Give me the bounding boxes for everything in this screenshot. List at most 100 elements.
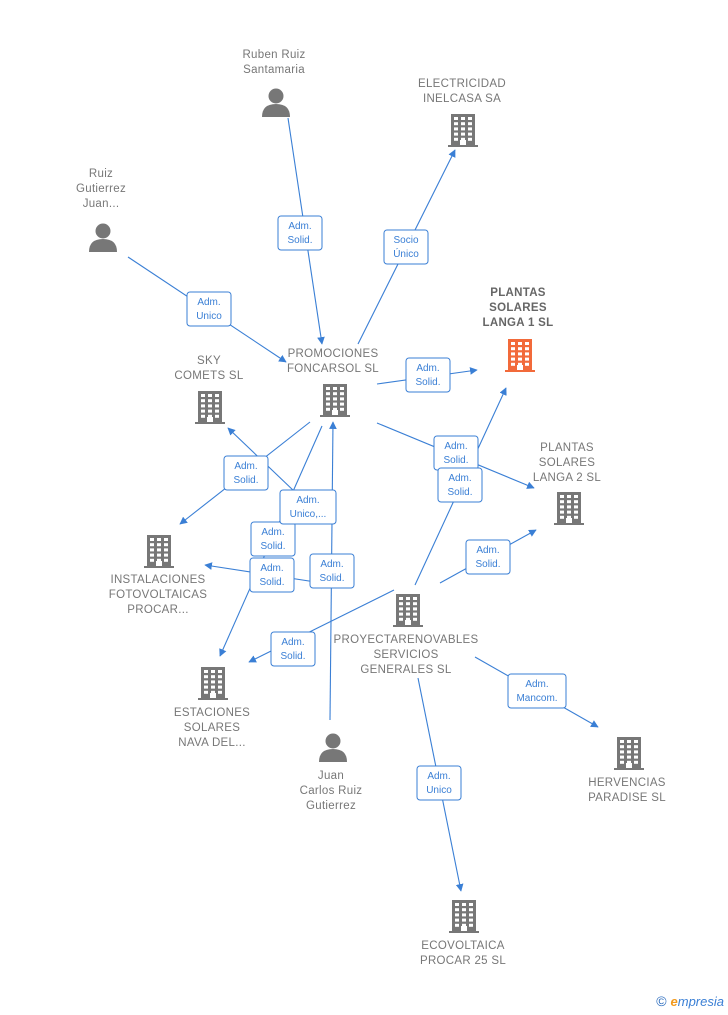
edge-label-promociones-to-plantas2[interactable]: Adm.Solid. bbox=[433, 435, 479, 471]
node-label: GENERALES SL bbox=[360, 664, 451, 676]
node-label: ELECTRICIDAD bbox=[418, 78, 506, 90]
node-electricidad[interactable]: ELECTRICIDAD INELCASA SA bbox=[418, 78, 506, 147]
edge-label-ruiz-to-promociones[interactable]: Adm.Unico bbox=[186, 291, 232, 327]
edge-label-text: Mancom. bbox=[516, 693, 557, 704]
node-label: HERVENCIAS bbox=[588, 777, 666, 789]
node-label: FOTOVOLTAICAS bbox=[109, 589, 208, 601]
building-icon bbox=[449, 900, 479, 933]
edge-label-proyecta-to-sky[interactable]: Adm.Unico,... bbox=[279, 489, 337, 525]
person-icon bbox=[262, 88, 290, 117]
edge-label-box bbox=[465, 539, 511, 575]
edge-label-proyecta-to-ecovoltaica[interactable]: Adm. Unico bbox=[416, 765, 462, 801]
edge-label-text: Solid. bbox=[233, 475, 258, 486]
node-label: NAVA DEL... bbox=[178, 737, 245, 749]
edge-label-text: Adm. bbox=[260, 563, 283, 574]
edge-label-box bbox=[279, 489, 337, 525]
edge-label-proyecta-to-plantas1[interactable]: Adm. Solid. bbox=[437, 467, 483, 503]
node-plantas1[interactable]: PLANTAS SOLARES LANGA 1 SL bbox=[483, 287, 554, 372]
node-label: PARADISE SL bbox=[588, 792, 666, 804]
edge-label-text: Solid. bbox=[443, 455, 468, 466]
node-label: Juan bbox=[318, 770, 344, 782]
edge-label-text: Solid. bbox=[280, 651, 305, 662]
edge-label-ruben-to-promociones[interactable]: Adm. Solid. bbox=[277, 215, 323, 251]
edge-label-juan-to-promociones[interactable]: Adm. Solid. bbox=[309, 553, 355, 589]
edge-label-box bbox=[507, 673, 567, 709]
edge-label-text: Adm. bbox=[234, 461, 257, 472]
building-icon bbox=[320, 384, 350, 417]
edge-label-box bbox=[249, 557, 295, 593]
edge-label-text: Adm. bbox=[320, 559, 343, 570]
building-icon bbox=[505, 339, 535, 372]
edge-label-proyecta-to-instalaciones[interactable]: Adm.Solid. bbox=[249, 557, 295, 593]
edge-label-proyecta-to-hervencias[interactable]: Adm. Mancom. bbox=[507, 673, 567, 709]
edge-label-text: Solid. bbox=[447, 487, 472, 498]
building-icon bbox=[144, 535, 174, 568]
node-label: SOLARES bbox=[539, 457, 595, 469]
node-label: PLANTAS bbox=[540, 442, 594, 454]
edge-label-box bbox=[223, 455, 269, 491]
edge-labels-layer: Adm.Solid.Adm.UnicoSocioÚnicoAdm.Solid.A… bbox=[186, 215, 567, 801]
edge-label-text: Unico,... bbox=[290, 509, 327, 520]
brand-logo-e: e bbox=[670, 994, 678, 1009]
edge-label-text: Adm. bbox=[525, 679, 548, 690]
copyright-icon: © bbox=[656, 993, 667, 1009]
node-ruiz[interactable]: RuizGutierrezJuan... bbox=[76, 168, 126, 252]
edge-label-text: Unico bbox=[196, 311, 222, 322]
edge-label-box bbox=[405, 357, 451, 393]
node-hervencias[interactable]: HERVENCIAS PARADISE SL bbox=[588, 737, 666, 804]
node-label: Ruben Ruiz bbox=[242, 49, 305, 61]
node-label: PROMOCIONES bbox=[288, 348, 379, 360]
node-label: Carlos Ruiz bbox=[300, 785, 363, 797]
node-plantas2[interactable]: PLANTAS SOLARES LANGA 2 SL bbox=[533, 442, 602, 525]
edge-label-text: Solid. bbox=[475, 559, 500, 570]
edge-label-text: Adm. bbox=[288, 221, 311, 232]
edge-label-proyecta-to-plantas2[interactable]: Adm.Solid. bbox=[465, 539, 511, 575]
building-icon bbox=[448, 114, 478, 147]
edge-label-text: Adm. bbox=[261, 527, 284, 538]
building-icon bbox=[554, 492, 584, 525]
edge-label-text: Solid. bbox=[415, 377, 440, 388]
person-icon bbox=[319, 733, 347, 762]
edge-label-text: Adm. bbox=[448, 473, 471, 484]
edge-label-promociones-to-estaciones[interactable]: Adm.Solid. bbox=[250, 521, 296, 557]
edge-label-promociones-to-plantas1[interactable]: Adm.Solid. bbox=[405, 357, 451, 393]
node-label: ESTACIONES bbox=[174, 707, 250, 719]
node-label: PLANTAS bbox=[490, 287, 546, 299]
edge-label-box bbox=[270, 631, 316, 667]
edge-label-text: Unico bbox=[426, 785, 452, 796]
node-label: LANGA 1 SL bbox=[483, 317, 554, 329]
edge-label-text: Único bbox=[393, 247, 419, 260]
node-label: FONCARSOL SL bbox=[287, 363, 379, 375]
edge-label-text: Solid. bbox=[319, 573, 344, 584]
node-label: ECOVOLTAICA bbox=[421, 940, 504, 952]
node-label: SOLARES bbox=[184, 722, 240, 734]
person-icon bbox=[89, 223, 117, 252]
footer-brand[interactable]: ©empresia bbox=[656, 993, 724, 1009]
node-instalaciones[interactable]: INSTALACIONESFOTOVOLTAICASPROCAR... bbox=[109, 535, 208, 616]
node-label: SOLARES bbox=[489, 302, 547, 314]
building-icon bbox=[195, 391, 225, 424]
node-label: INELCASA SA bbox=[423, 93, 501, 105]
node-label: LANGA 2 SL bbox=[533, 472, 602, 484]
node-label: Gutierrez bbox=[76, 183, 126, 195]
edges-layer bbox=[127, 117, 599, 892]
edge-label-box bbox=[416, 765, 462, 801]
node-label: SKY bbox=[197, 355, 221, 367]
edge-label-proyecta-to-estaciones[interactable]: Adm.Solid. bbox=[270, 631, 316, 667]
node-promociones[interactable]: PROMOCIONES FONCARSOL SL bbox=[287, 348, 379, 417]
edge-label-text: Adm. bbox=[427, 771, 450, 782]
edge-label-box bbox=[383, 229, 429, 265]
edge-label-box bbox=[437, 467, 483, 503]
node-estaciones[interactable]: ESTACIONES SOLARES NAVA DEL... bbox=[174, 667, 250, 749]
edge-label-text: Solid. bbox=[287, 235, 312, 246]
brand-logo-text: mpresia bbox=[677, 994, 724, 1009]
edge-label-promociones-to-instalaciones[interactable]: Adm. Solid. bbox=[223, 455, 269, 491]
